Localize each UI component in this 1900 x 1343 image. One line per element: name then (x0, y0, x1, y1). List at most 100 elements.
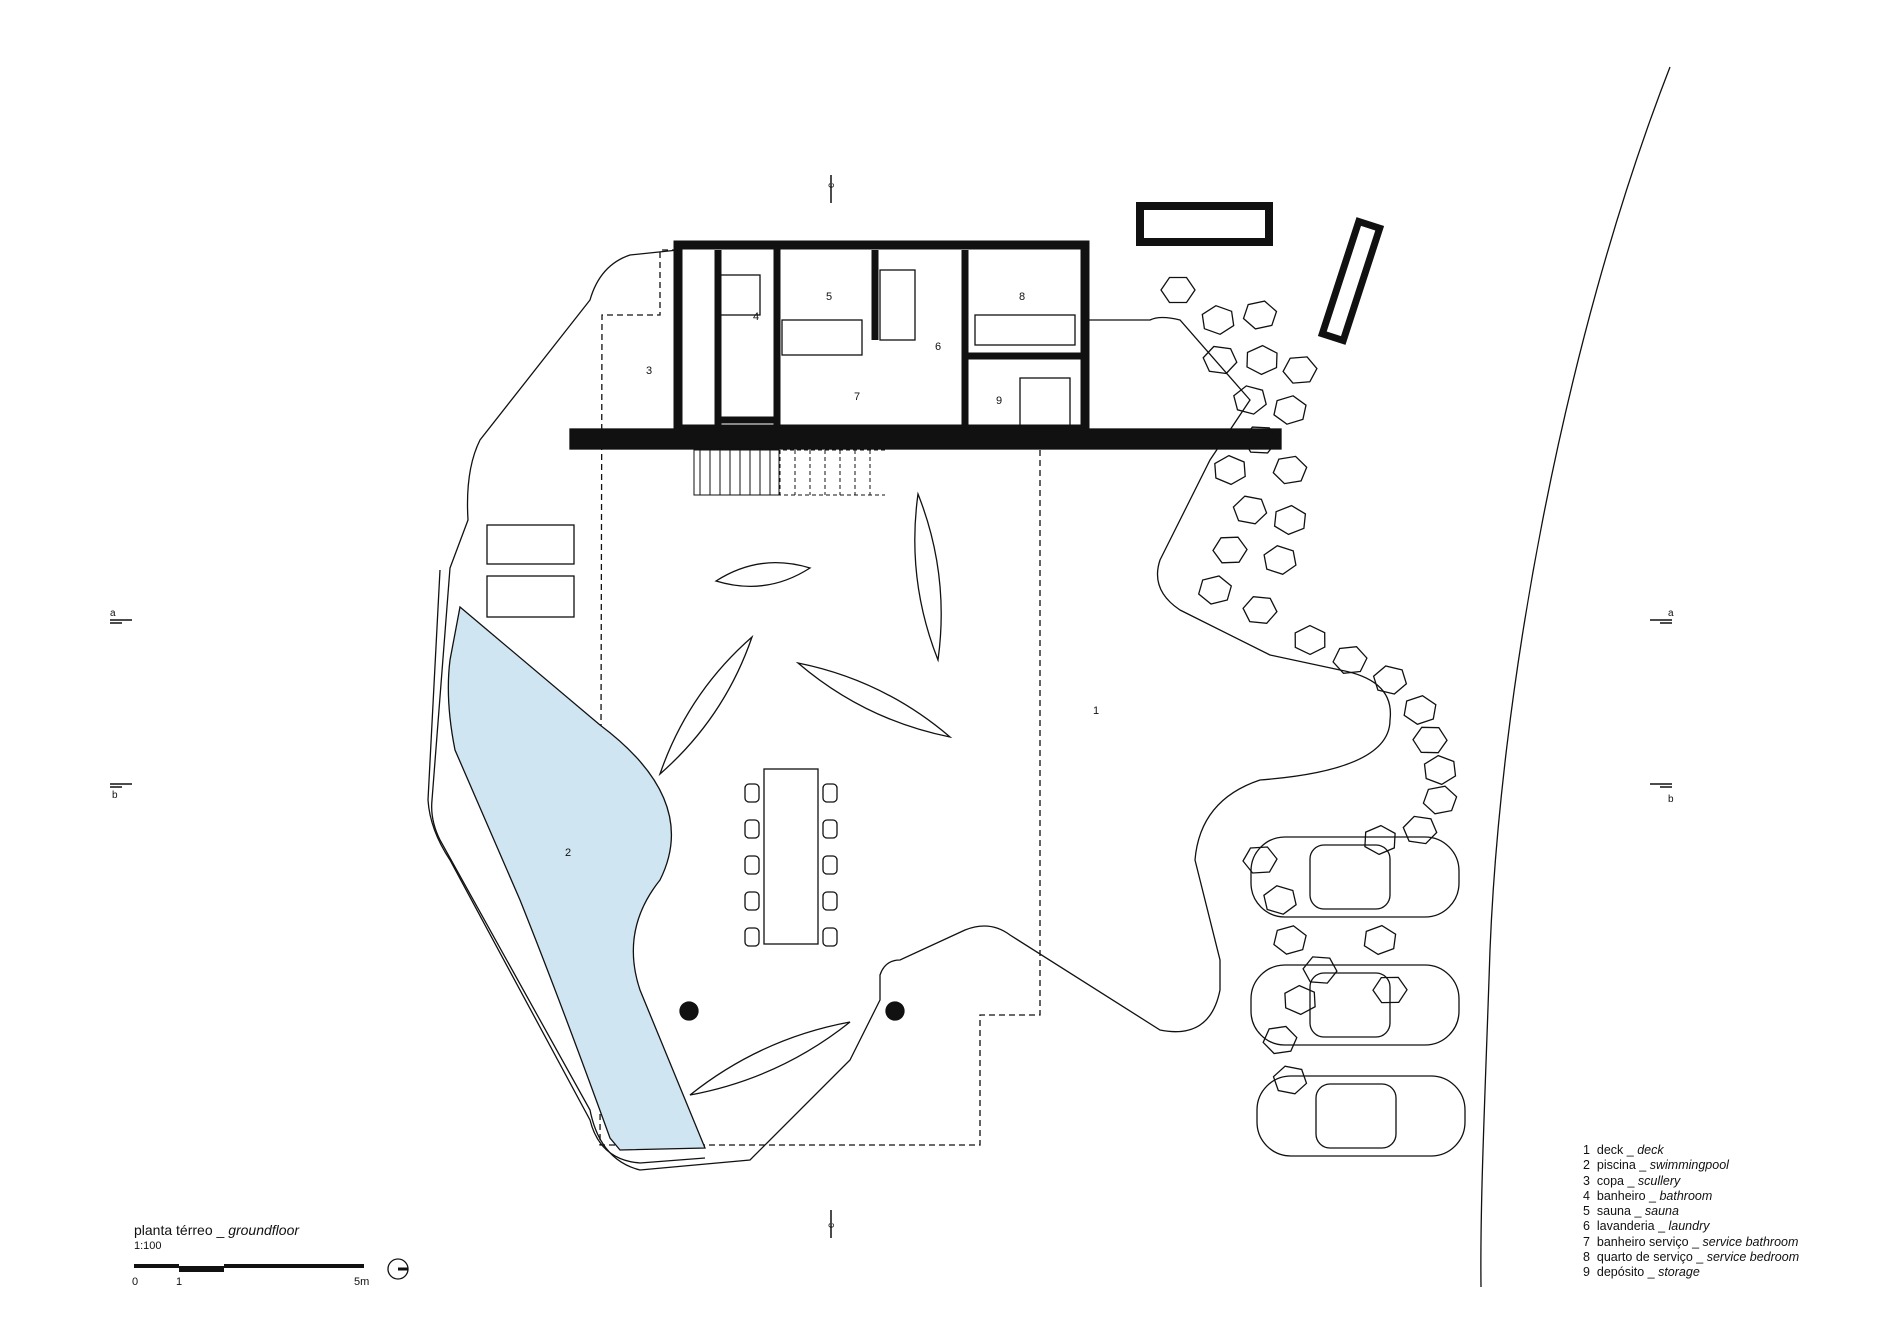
stone (1423, 754, 1457, 786)
column (885, 1001, 905, 1021)
stone (1263, 885, 1297, 915)
stepping-stones (1160, 276, 1458, 1095)
stone (1302, 956, 1338, 984)
stairs (693, 449, 885, 496)
stone (1372, 665, 1408, 695)
legend-item: 9 depósito _ storage (1583, 1265, 1700, 1280)
room-label-6: 6 (935, 341, 941, 353)
room-label-2: 2 (565, 847, 571, 859)
legend-item: 7 banheiro serviço _ service bathroom (1583, 1234, 1799, 1249)
lounger (689, 1021, 851, 1096)
stone (1372, 976, 1408, 1004)
stone (1403, 694, 1437, 726)
section-marker-b-right: b (1668, 794, 1674, 805)
section-marker-a-left: a (110, 608, 116, 619)
north-arrow-icon (387, 1258, 409, 1280)
stone (1233, 385, 1267, 415)
lounger (795, 661, 953, 739)
scale-bar (134, 1264, 364, 1272)
legend-item: 1 deck _ deck (1583, 1143, 1664, 1157)
stone (1262, 1025, 1298, 1055)
roof-outline (599, 249, 1041, 1146)
legend-item: 2 piscina _ swimmingpool (1583, 1158, 1729, 1173)
road-edge (1480, 66, 1671, 1288)
room-label-4: 4 (753, 311, 759, 323)
sun-lounger (486, 524, 575, 565)
stone (1242, 426, 1278, 454)
dining-table (763, 768, 819, 945)
stone (1284, 984, 1316, 1016)
scale-tick-5m: 5m (354, 1276, 370, 1288)
stone (1263, 544, 1297, 576)
car-roof (1309, 972, 1391, 1038)
chair (822, 891, 838, 911)
stone (1402, 815, 1438, 845)
lounger (714, 561, 812, 588)
chair (744, 927, 760, 947)
legend-item: 5 sauna _ sauna (1583, 1204, 1679, 1219)
chair (822, 927, 838, 947)
car-roof (1315, 1083, 1397, 1149)
stone (1214, 454, 1246, 486)
lounger (914, 491, 942, 663)
stone (1272, 1065, 1308, 1095)
pool-coping (427, 569, 706, 1164)
stone (1202, 345, 1238, 375)
deck-loungers (658, 491, 953, 1096)
car-roof (1309, 844, 1391, 910)
stone (1160, 276, 1196, 304)
sun-lounger (486, 575, 575, 618)
stone (1273, 395, 1307, 425)
legend-item: 8 quarto de serviço _ service bedroom (1583, 1250, 1800, 1265)
chair (822, 855, 838, 875)
car (1250, 964, 1460, 1046)
stone (1197, 575, 1233, 605)
outbuilding (1136, 202, 1273, 246)
stone (1422, 785, 1458, 815)
scale-tick-1: 1 (176, 1276, 183, 1288)
legend-item: 3 copa _ scullery (1583, 1173, 1681, 1188)
pool (447, 605, 706, 1151)
chairs (744, 783, 838, 947)
stone (1246, 344, 1278, 376)
stone (1201, 304, 1235, 336)
stone (1332, 646, 1368, 674)
stone (1363, 924, 1397, 956)
room-label-1: 1 (1093, 705, 1099, 717)
chair (744, 783, 760, 803)
room-label-8: 8 (1019, 291, 1025, 303)
stone (1273, 504, 1307, 536)
chair (744, 891, 760, 911)
section-marker-b-left: b (112, 790, 118, 801)
outbuilding-slab (1317, 217, 1385, 345)
cars (1250, 836, 1466, 1157)
chair (822, 819, 838, 839)
chair (744, 855, 760, 875)
car (1256, 1075, 1466, 1157)
stone (1273, 925, 1307, 955)
stone (1242, 300, 1278, 330)
stone (1412, 726, 1448, 754)
chair (822, 783, 838, 803)
drawing-title: planta térreo _ groundfloor (134, 1222, 300, 1238)
car (1250, 836, 1460, 918)
stone (1212, 536, 1248, 564)
house (569, 240, 1282, 450)
legend-item: 6 lavanderia _ laundry (1583, 1219, 1710, 1234)
stone (1294, 624, 1326, 656)
drawing-scale: 1:100 (134, 1240, 162, 1252)
stone (1282, 356, 1318, 384)
stone (1364, 824, 1396, 856)
stone (1272, 455, 1308, 485)
section-marker-a-right: a (1668, 608, 1674, 619)
stone (1242, 846, 1278, 874)
chair (744, 819, 760, 839)
room-label-7: 7 (854, 391, 860, 403)
room-label-9: 9 (996, 395, 1002, 407)
stone (1242, 596, 1278, 624)
column (679, 1001, 699, 1021)
room-label-5: 5 (826, 291, 832, 303)
room-label-3: 3 (646, 365, 652, 377)
